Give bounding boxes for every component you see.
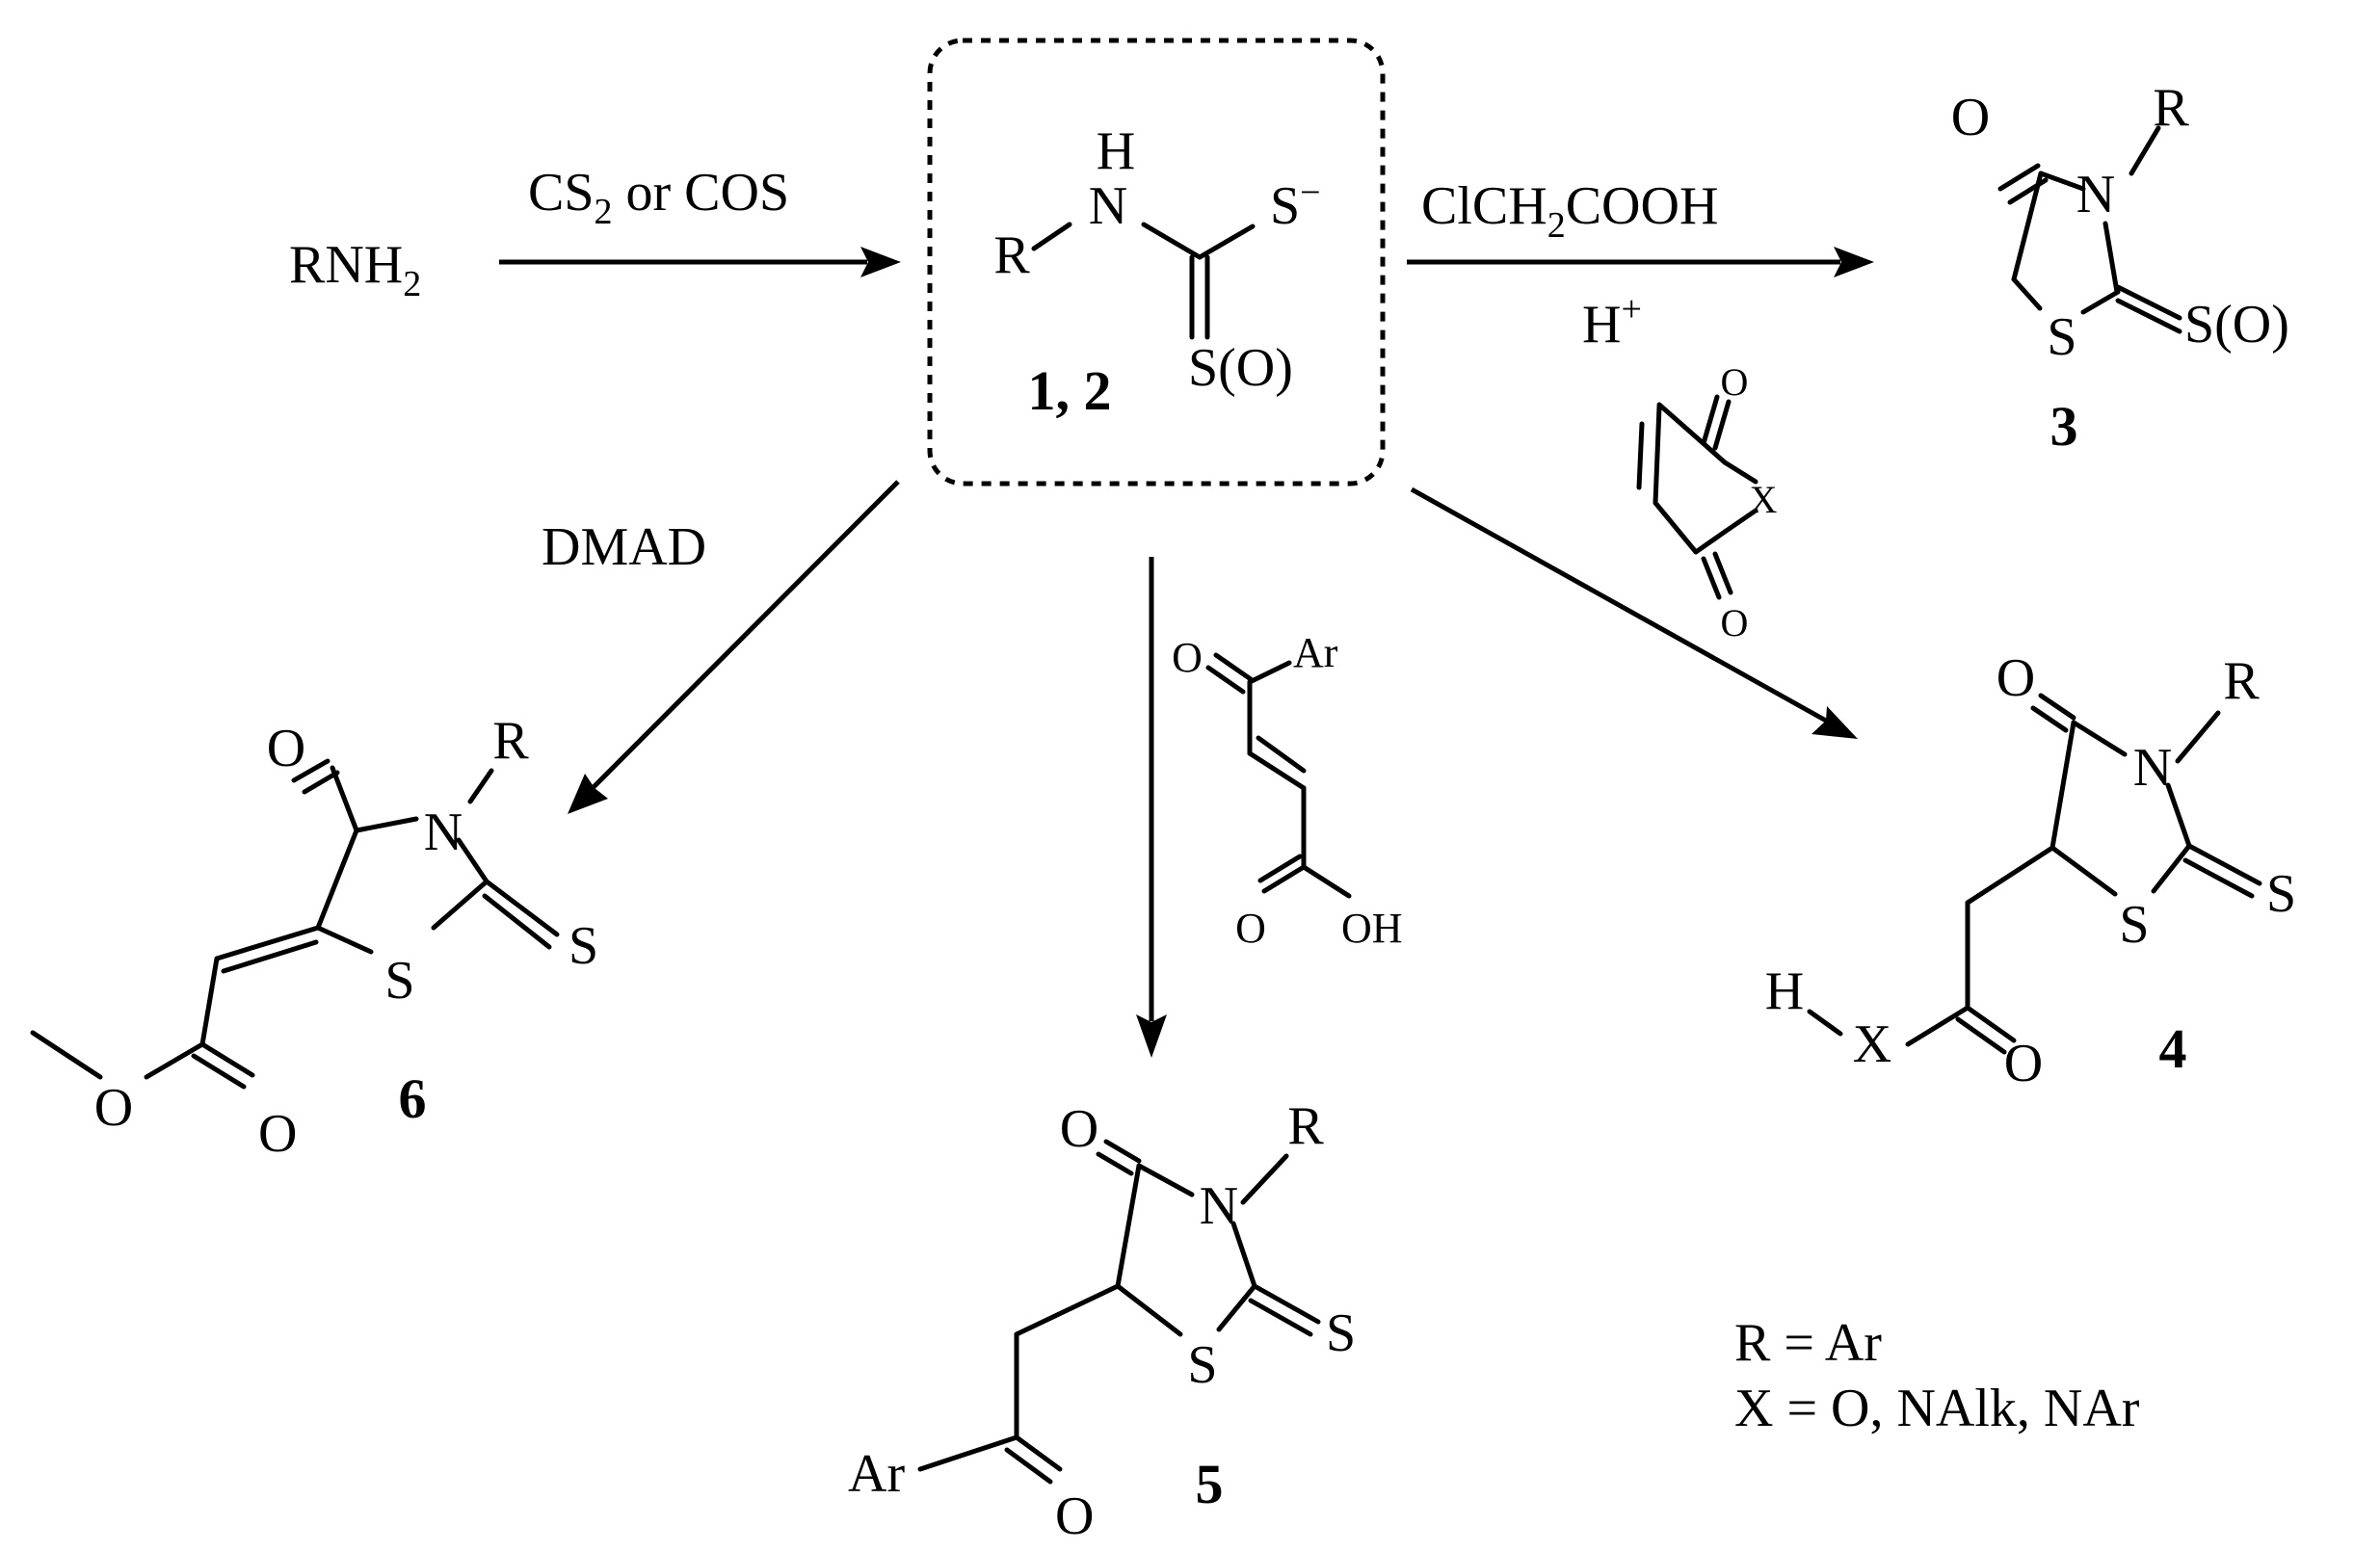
substituent-legend: R = Ar X = O, NAlk, NAr	[1734, 1313, 2140, 1438]
c4-exo-sulfur: S	[2266, 864, 2296, 924]
aroyl-hydroxyl: OH	[1341, 905, 1403, 952]
c4-ring-sulfur: S	[2119, 895, 2149, 955]
r-group: R	[993, 225, 1030, 285]
arrow-to-compound-3	[1407, 247, 1874, 277]
svg-text:ClCH2COOH: ClCH2COOH	[1421, 176, 1718, 246]
svg-text:CS2 or COS: CS2 or COS	[528, 163, 789, 232]
c5-oxygen: O	[1060, 1099, 1098, 1159]
compound-label-4: 4	[2159, 1017, 2187, 1080]
compound-4-structure: O N R S S H X O 4	[1765, 648, 2296, 1093]
nh-nitrogen: N	[1089, 176, 1127, 236]
dithiocarbamate-structure: H N R S− S(O) 1, 2	[993, 121, 1320, 422]
c6-nitrogen: N	[424, 802, 463, 862]
nh-hydrogen: H	[1097, 121, 1135, 181]
compound-label-6: 6	[399, 1067, 427, 1130]
c6-carbonyl-oxygen: O	[258, 1104, 297, 1164]
c6-ring-sulfur: S	[384, 951, 414, 1011]
starting-amine: RNH2	[289, 235, 421, 304]
cs2-reagent-label: CS2 or COS	[528, 163, 789, 232]
compound-3-structure: O N R S S(O) 3	[1951, 78, 2289, 458]
aroyl-aryl: Ar	[1293, 629, 1338, 676]
c4-nitrogen: N	[2133, 738, 2172, 798]
c4-hydrogen: H	[1765, 961, 1804, 1021]
c4-acyl-oxygen: O	[2004, 1034, 2043, 1093]
c3-exo-sulfur: S(O)	[2184, 295, 2289, 355]
arrow-to-dithiocarbamate	[499, 247, 901, 277]
svg-text:H+: H+	[1582, 289, 1642, 355]
arrow-to-compound-5	[1136, 557, 1167, 1058]
thione-oxo-label: S(O)	[1188, 338, 1293, 398]
arrow-to-compound-4	[1410, 487, 1858, 739]
svg-text:RNH2: RNH2	[289, 235, 421, 304]
compound-label-1-2: 1, 2	[1028, 359, 1112, 422]
c3-r-group: R	[2153, 78, 2189, 138]
c5-keto-oxygen: O	[1055, 1486, 1094, 1546]
c6-exo-sulfur: S	[569, 916, 598, 976]
chloroacetic-acid-label: ClCH2COOH	[1421, 176, 1718, 246]
c4-x: X	[1853, 1014, 1891, 1074]
c4-oxygen: O	[1997, 648, 2035, 708]
maleic-reagent-structure: O X O	[1636, 360, 1778, 644]
thiolate-sulfur: S	[1270, 176, 1300, 236]
aroylacrylic-reagent-structure: O Ar O OH	[1172, 629, 1402, 952]
legend-x-definition: X = O, NAlk, NAr	[1734, 1379, 2140, 1438]
c5-ring-sulfur: S	[1187, 1335, 1217, 1395]
c5-r-group: R	[1287, 1096, 1324, 1156]
acid-catalyst-label: H+	[1582, 289, 1642, 355]
compound-6-structure: O N R S S O O 6	[30, 711, 598, 1164]
arrow-to-compound-6	[568, 480, 900, 814]
c5-aryl: Ar	[848, 1444, 905, 1504]
compound-label-5: 5	[1196, 1453, 1224, 1515]
c3-oxygen: O	[1951, 88, 1990, 147]
aroyl-keto-oxygen: O	[1172, 634, 1203, 681]
compound-5-structure: O N R S S Ar O 5	[848, 1096, 1356, 1546]
maleic-x: X	[1750, 478, 1778, 521]
c6-oxygen: O	[267, 719, 305, 778]
intermediate-box	[927, 38, 1386, 487]
compound-label-3: 3	[2050, 395, 2078, 458]
c6-ester-oxygen: O	[94, 1078, 133, 1138]
dmad-reagent-label: DMAD	[542, 517, 706, 577]
c3-nitrogen: N	[2076, 165, 2115, 224]
c5-nitrogen: N	[1200, 1176, 1238, 1236]
maleic-bottom-oxygen: O	[1721, 601, 1749, 644]
c4-r-group: R	[2223, 651, 2260, 711]
c6-r-group: R	[492, 711, 529, 771]
c5-exo-sulfur: S	[1326, 1303, 1356, 1363]
svg-text:S−: S−	[1270, 172, 1321, 236]
aroyl-acid-oxygen: O	[1235, 905, 1266, 952]
legend-r-definition: R = Ar	[1734, 1313, 1882, 1373]
amine-text: RNH	[289, 235, 403, 295]
c3-ring-sulfur: S	[2047, 307, 2076, 367]
maleic-top-oxygen: O	[1721, 360, 1749, 404]
